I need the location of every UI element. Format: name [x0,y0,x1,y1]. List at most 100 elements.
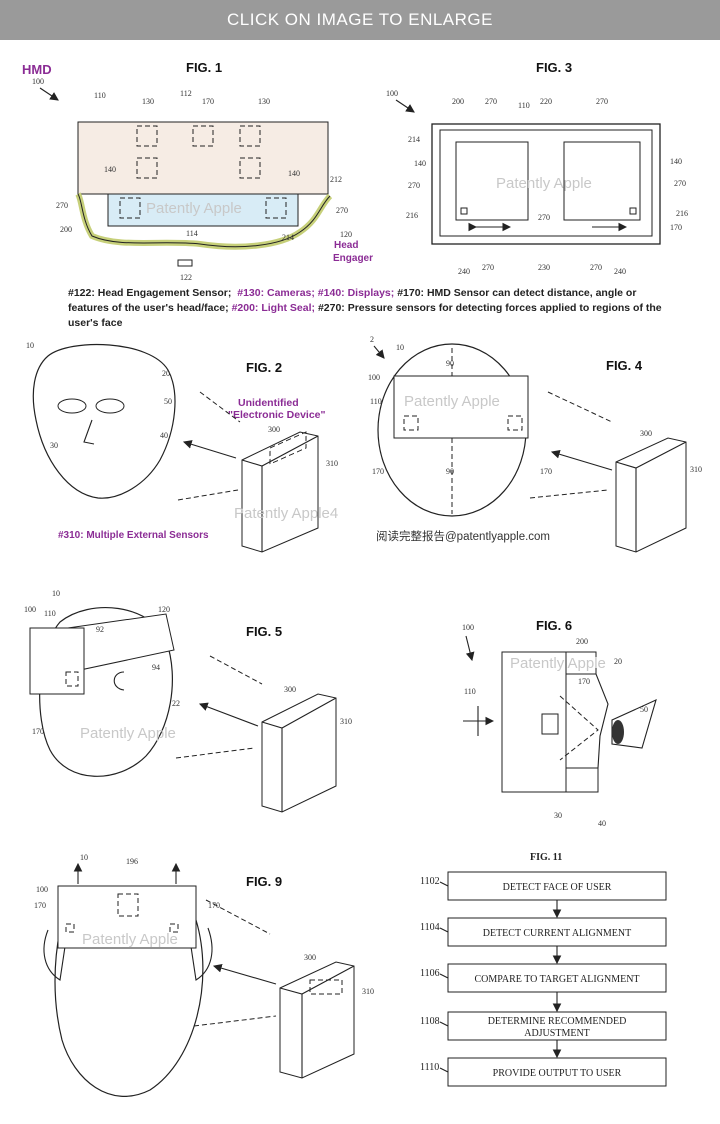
fig3: FIG. 3 100 200 270 110 220 270 214 140 2… [386,60,688,276]
svg-text:Patently Apple: Patently Apple [510,655,606,672]
svg-text:270: 270 [482,263,494,272]
svg-text:Patently Apple: Patently Apple [404,393,500,410]
svg-text:196: 196 [126,857,138,866]
svg-text:10: 10 [52,589,60,598]
ext-sensors-note: #310: Multiple External Sensors [58,530,209,541]
fig6-title: FIG. 6 [536,618,572,633]
svg-text:214: 214 [408,135,420,144]
svg-text:270: 270 [408,181,420,190]
svg-text:30: 30 [554,811,562,820]
svg-text:92: 92 [96,625,104,634]
svg-text:200: 200 [576,637,588,646]
svg-text:90: 90 [446,359,454,368]
flow-step-box [447,1011,667,1041]
svg-text:270: 270 [674,179,686,188]
svg-text:110: 110 [44,609,56,618]
svg-text:100: 100 [386,89,398,98]
fig9-title: FIG. 9 [246,874,282,889]
svg-text:120: 120 [340,230,352,239]
fig6: FIG. 6 100 200 20 170 110 50 30 40 Paten… [462,618,657,828]
svg-text:270: 270 [590,263,602,272]
svg-text:100: 100 [24,605,36,614]
flow-step-text: ADJUSTMENT [524,1028,590,1039]
fig11-title: FIG. 11 [530,852,562,863]
svg-text:230: 230 [538,263,550,272]
svg-text:140: 140 [414,159,426,168]
fig4: 2 90 90 10 100 110 170 170 Patently Appl… [368,335,702,553]
svg-text:270: 270 [596,97,608,106]
svg-text:Patently Apple: Patently Apple [82,931,178,948]
flow-step-id: 1102 [420,876,440,887]
fig5: 100 110 10 92 120 94 22 170 Patently App… [24,589,352,813]
svg-text:170: 170 [372,467,384,476]
flow-step-text: DETECT CURRENT ALIGNMENT [483,928,632,939]
svg-text:214: 214 [282,233,294,242]
svg-text:Patently Apple: Patently Apple [80,725,176,742]
fig2: 10 20 50 40 30 FIG. 2 Unidentified "Elec… [26,341,338,553]
svg-text:270: 270 [56,201,68,210]
svg-text:270: 270 [485,97,497,106]
svg-text:Unidentified: Unidentified [238,397,299,409]
svg-text:200: 200 [60,225,72,234]
svg-text:Patently Apple: Patently Apple [496,175,592,192]
svg-text:10: 10 [26,341,34,350]
svg-text:310: 310 [690,465,702,474]
svg-text:240: 240 [458,267,470,276]
svg-text:22: 22 [172,699,180,708]
fig2-title: FIG. 2 [246,360,282,375]
svg-text:130: 130 [142,97,154,106]
flow-step-id: 1110 [420,1062,439,1073]
svg-text:170: 170 [32,727,44,736]
flow-step-box [447,1057,667,1087]
svg-text:170: 170 [670,223,682,232]
svg-text:Engager: Engager [333,253,373,264]
svg-text:20: 20 [614,657,622,666]
svg-text:94: 94 [152,663,160,672]
flow-step-box [447,963,667,993]
svg-text:40: 40 [598,819,606,828]
fig9: 10 196 100 170 170 Patently Apple FIG. 9… [34,853,374,1097]
svg-text:90: 90 [446,467,454,476]
fig5-title: FIG. 5 [246,624,282,639]
svg-text:300: 300 [268,425,280,434]
chinese-link[interactable]: 阅读完整报告@patentlyapple.com [376,529,550,543]
svg-text:216: 216 [676,209,688,218]
svg-text:50: 50 [640,705,648,714]
svg-text:30: 30 [50,441,58,450]
svg-text:20: 20 [162,369,170,378]
flow-step-text: DETECT FACE OF USER [503,882,612,893]
svg-text:112: 112 [180,89,192,98]
flow-step-text: COMPARE TO TARGET ALIGNMENT [474,974,639,985]
svg-text:220: 220 [540,97,552,106]
flow-step-id: 1106 [420,968,440,979]
flow-step-text: PROVIDE OUTPUT TO USER [493,1068,622,1079]
svg-text:100: 100 [36,885,48,894]
svg-text:270: 270 [538,213,550,222]
fig3-title: FIG. 3 [536,60,572,75]
fig1: HMD 100 FIG. 1 110 130 112 170 130 140 1… [22,60,373,282]
enlarge-banner[interactable]: CLICK ON IMAGE TO ENLARGE [0,0,720,40]
figure-caption: #122: Head Engagement Sensor; #130: Came… [68,287,662,329]
svg-text:270: 270 [336,206,348,215]
svg-text:170: 170 [578,677,590,686]
svg-text:100: 100 [368,373,380,382]
svg-text:Head: Head [334,240,358,251]
svg-text:170: 170 [540,467,552,476]
svg-text:114: 114 [186,229,198,238]
svg-text:10: 10 [80,853,88,862]
svg-text:170: 170 [202,97,214,106]
svg-text:140: 140 [104,165,116,174]
svg-text:310: 310 [362,987,374,996]
svg-text:110: 110 [518,101,530,110]
hmd-label: HMD [22,62,52,77]
svg-text:"Electronic Device": "Electronic Device" [228,409,326,421]
svg-text:130: 130 [258,97,270,106]
svg-text:40: 40 [160,431,168,440]
svg-text:100: 100 [32,77,44,86]
svg-text:212: 212 [330,175,342,184]
svg-text:140: 140 [288,169,300,178]
svg-text:Patently Apple4: Patently Apple4 [234,505,338,522]
svg-text:310: 310 [340,717,352,726]
svg-text:110: 110 [370,397,382,406]
